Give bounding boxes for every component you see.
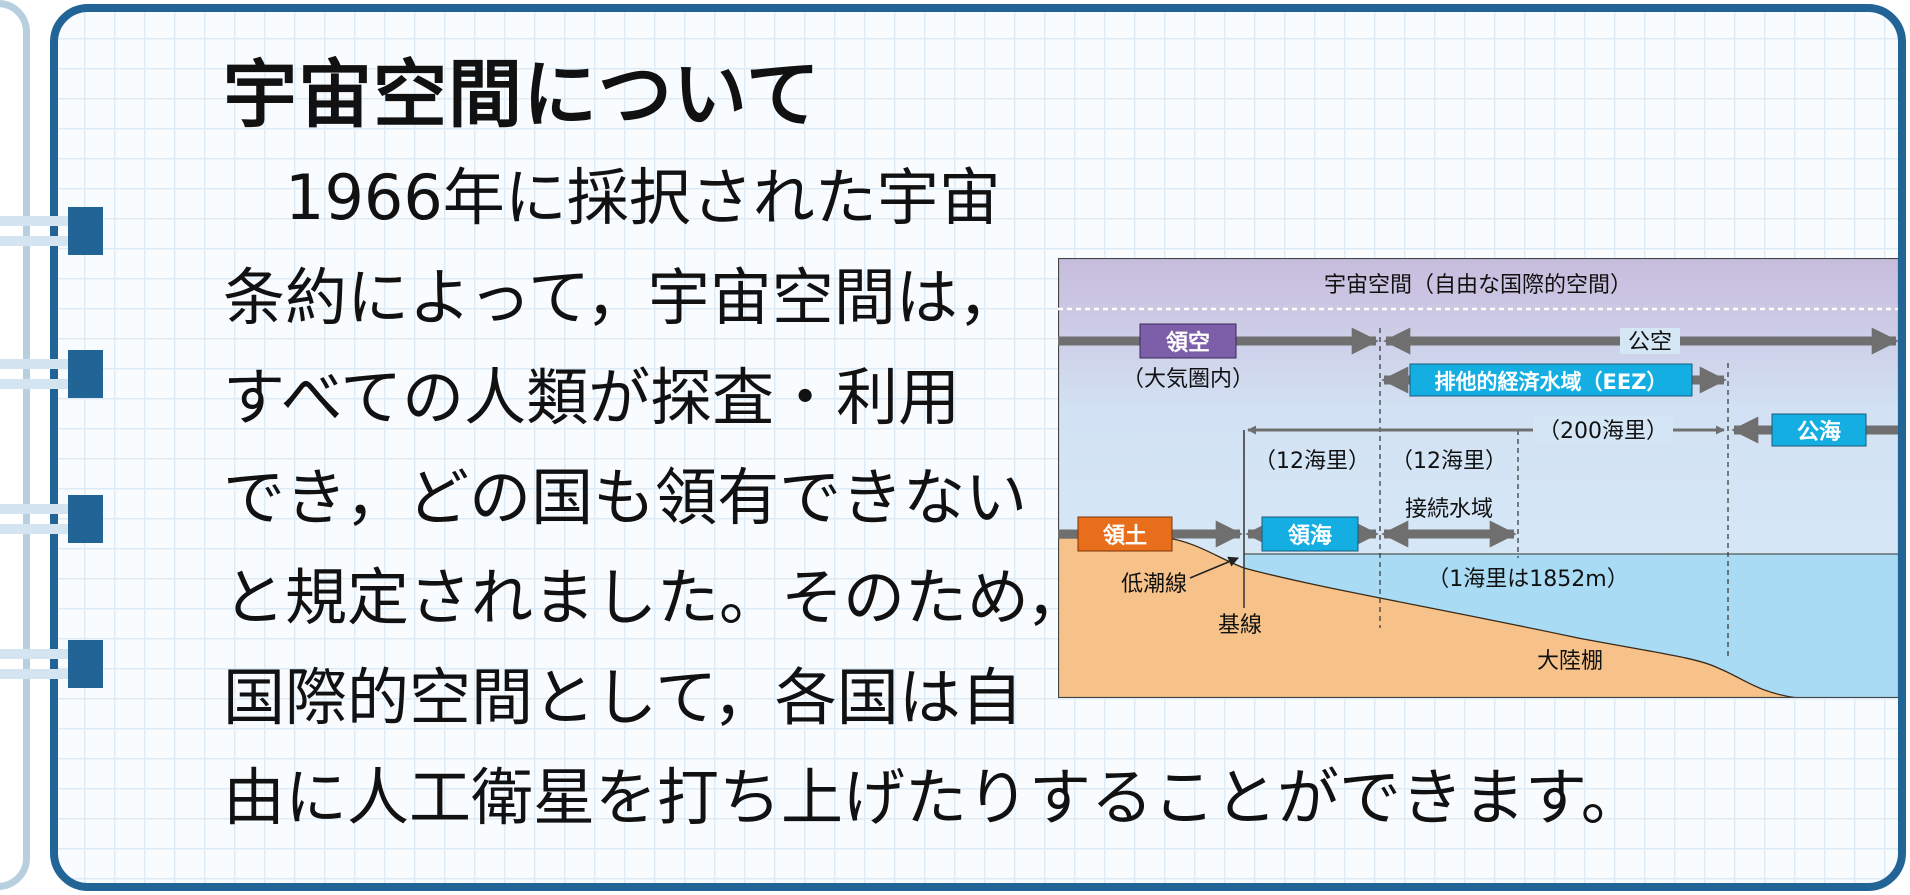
continental-shelf-label: 大陸棚 [1537, 649, 1603, 674]
low-tide-pointer [1189, 556, 1239, 579]
atmosphere-note: （大気圏内） [1122, 367, 1254, 392]
open-air-label: 公空 [1628, 330, 1672, 355]
binder-ring [0, 207, 105, 255]
contiguous-zone-label: 接続水域 [1405, 497, 1493, 522]
binder-ring [0, 350, 105, 398]
body-text-line: 国際的空間として，各国は自 [223, 661, 1023, 734]
body-text-line: でき，どの国も領有できない [223, 461, 1028, 534]
body-text-line: 条約によって，宇宙空間は， [223, 261, 1020, 334]
body-text-line: 1966年に採択された宇宙 [223, 161, 1001, 234]
nm12-label-contiguous: （12海里） [1391, 449, 1507, 474]
territorial-sea-badge [1261, 516, 1359, 552]
space-label: 宇宙空間（自由な国際的空間） [1324, 273, 1632, 298]
body-text-line: すべての人類が探査・利用 [223, 361, 961, 434]
nm200-label-bg [1533, 416, 1673, 444]
nm12-label-territorial: （12海里） [1254, 449, 1370, 474]
eez-label: 排他的経済水域（EEZ） [1435, 370, 1668, 394]
nm200-label: （200海里） [1538, 419, 1668, 444]
eez-badge [1409, 363, 1693, 397]
territorial-air-badge [1139, 323, 1237, 359]
territory-label: 領土 [1103, 523, 1147, 549]
binder-ring [0, 495, 105, 543]
binder-ring [0, 640, 105, 688]
high-seas-badge [1771, 413, 1867, 447]
diagram-frame [1057, 257, 1898, 699]
low-tide-label: 低潮線 [1121, 572, 1187, 597]
territory-badge [1077, 516, 1173, 552]
territorial-sea-label: 領海 [1288, 523, 1332, 549]
territory-diagram: 宇宙空間（自由な国際的空間） 領空 公空 （大気圏内） 排他的経済水域（EEZ）… [1057, 257, 1898, 699]
notebook-back-page [0, 0, 30, 890]
open-air-label-bg [1620, 328, 1680, 354]
notebook-card: 宇宙空間について 1966年に採択された宇宙 条約によって，宇宙空間は， すべて… [50, 4, 1906, 891]
baseline-label: 基線 [1218, 613, 1262, 638]
body-text-line: と規定されました。そのため， [223, 561, 1088, 634]
territorial-air-label: 領空 [1166, 330, 1210, 356]
land-area [1058, 538, 1798, 698]
page-title: 宇宙空間について [223, 52, 821, 138]
body-text-line: 由に人工衛星を打ち上げたりすることができます。 [223, 761, 1643, 834]
high-seas-label: 公海 [1797, 419, 1841, 445]
nautical-mile-note: （1海里は1852m） [1427, 567, 1628, 592]
